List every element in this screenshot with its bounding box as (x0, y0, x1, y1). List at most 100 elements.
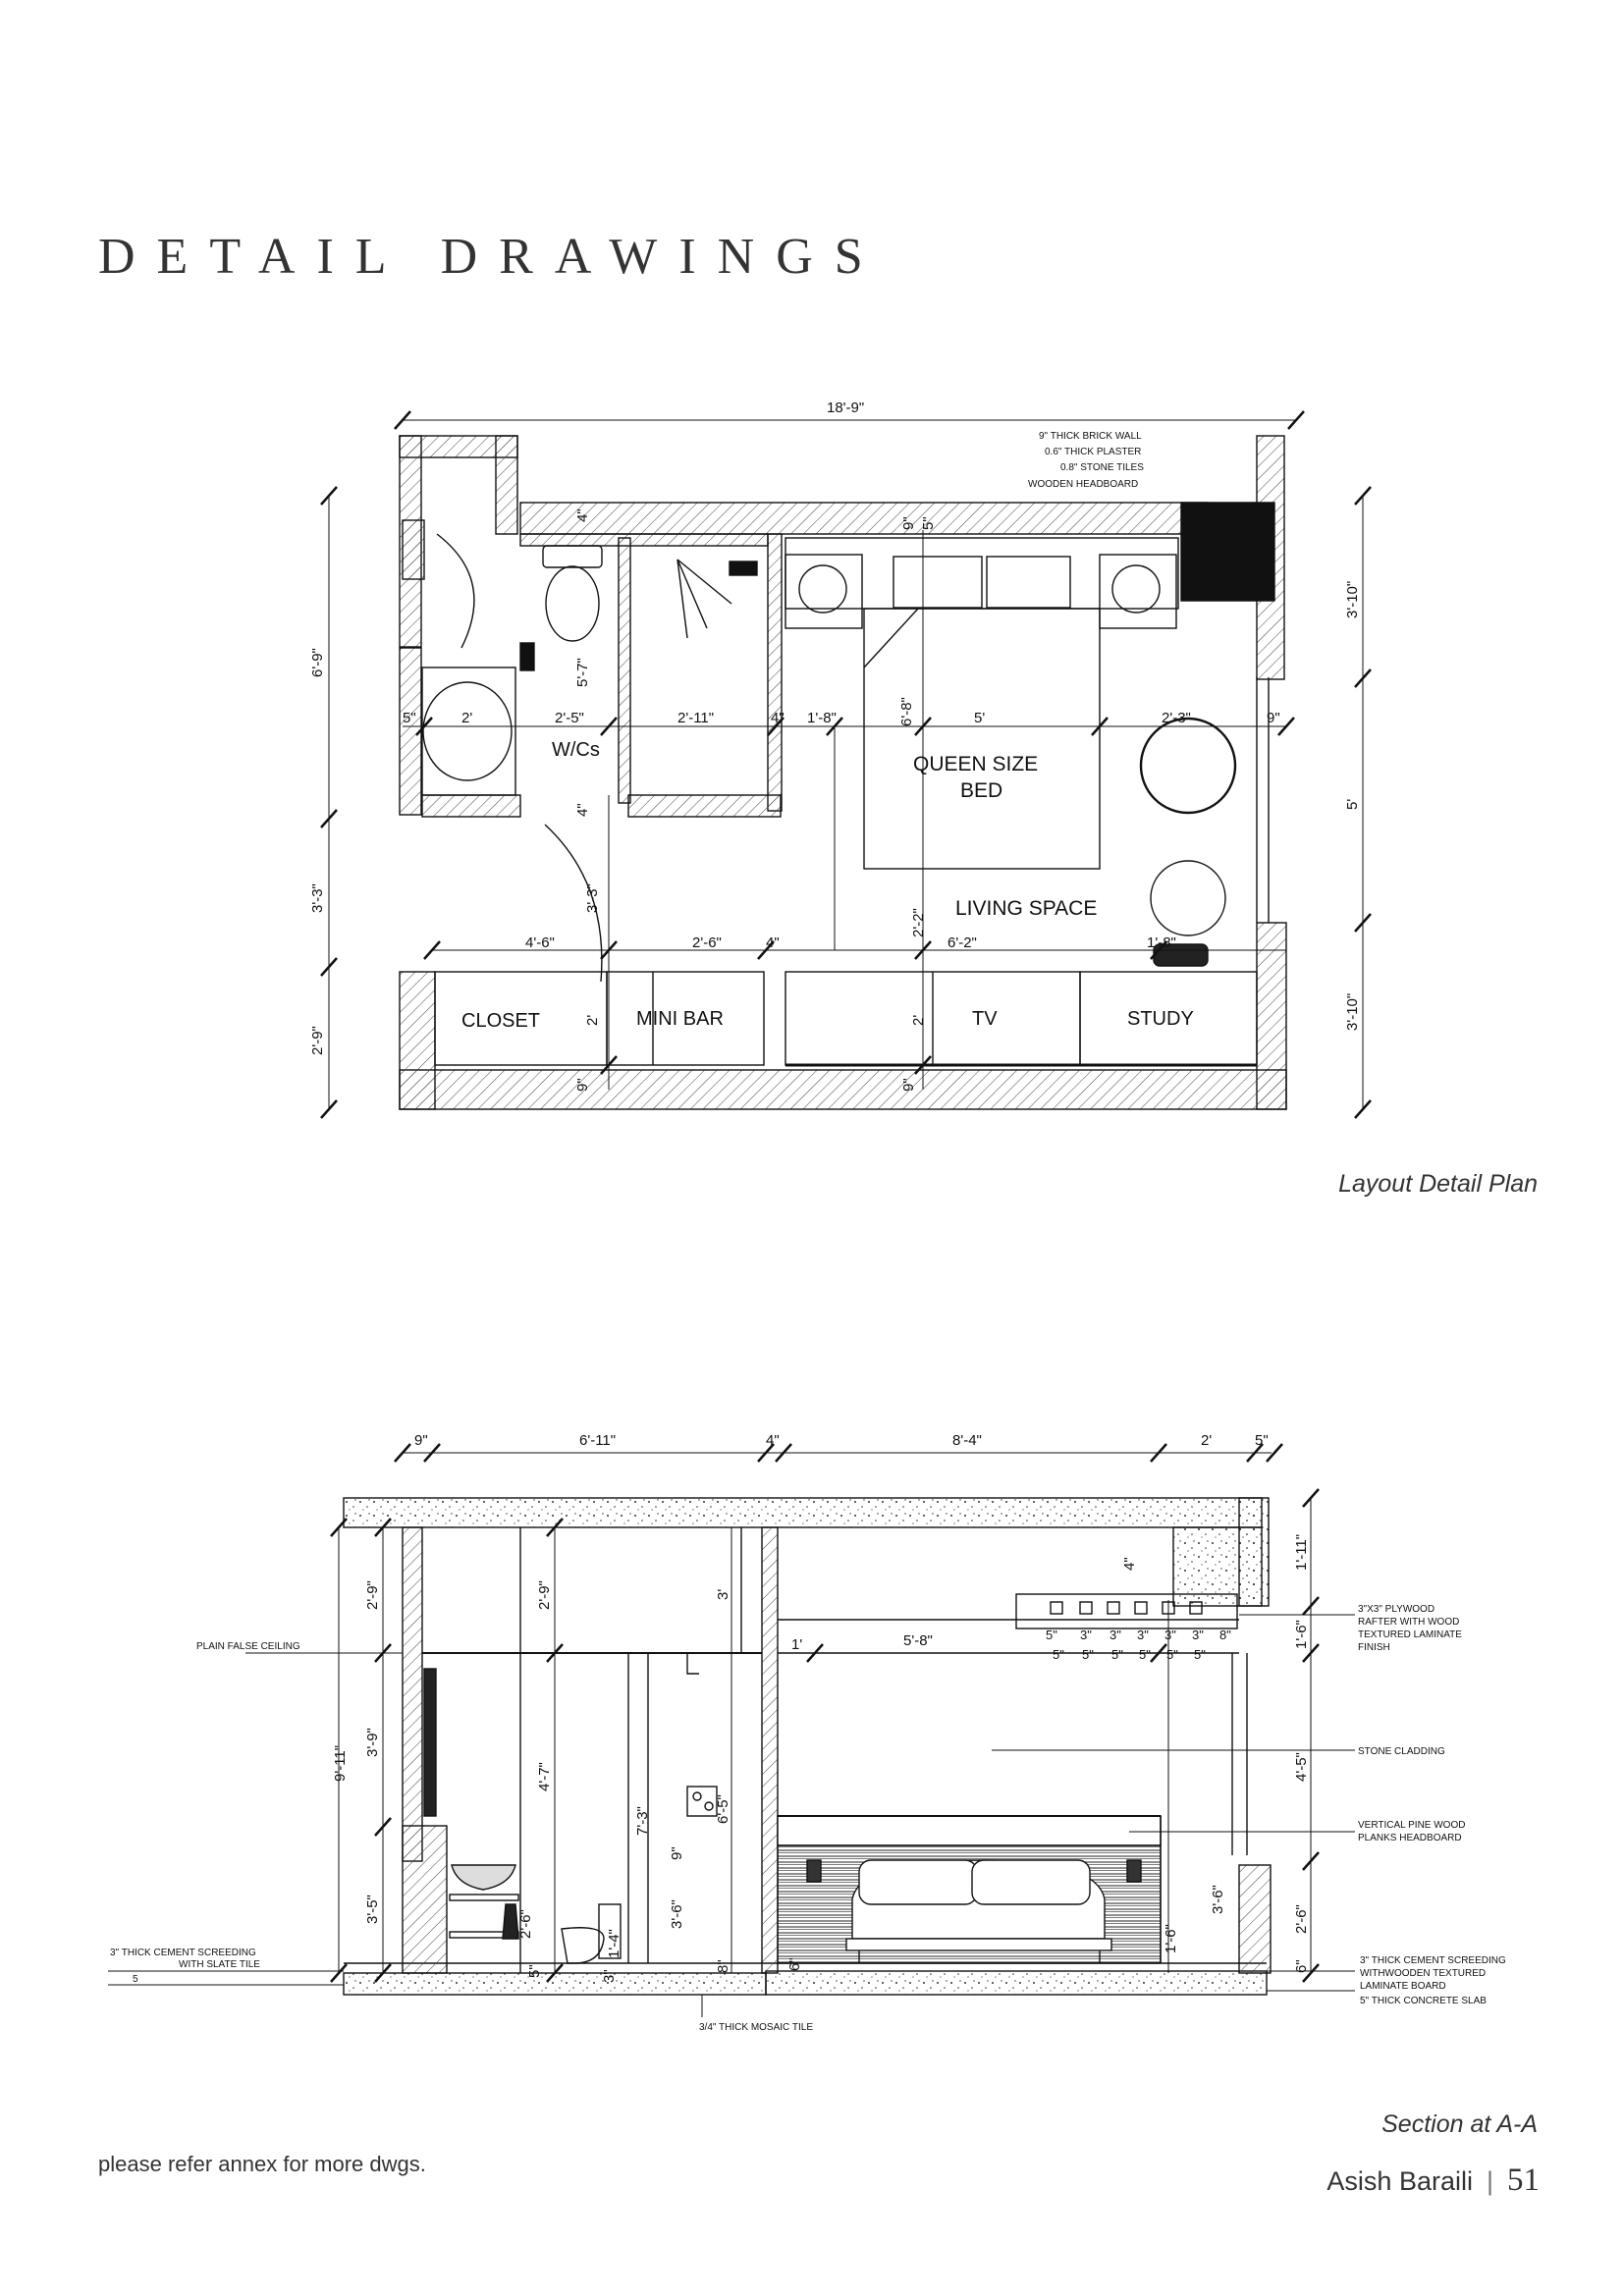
plan-wall-note: 0.6" THICK PLASTER (1045, 447, 1141, 457)
section-wall-mid (761, 1526, 779, 1974)
section-notes: PLAIN FALSE CEILING 3"X3" PLYWOOD RAFTER… (110, 1604, 1506, 2033)
sdim-beam: 5'-8" (903, 1632, 933, 1649)
plan-room-bed-2: BED (960, 779, 1002, 802)
sdim-mid: 1' (791, 1636, 802, 1653)
plan-wc-divider (618, 537, 631, 804)
sdim-right: 4'-5" (1293, 1752, 1310, 1782)
plan-wall-left-lower (399, 647, 422, 816)
sdim-rafter: 3" (1192, 1628, 1204, 1642)
plan-wc-fixture (519, 642, 535, 671)
dim-row1: 2'-5" (555, 710, 584, 726)
dim-row1: 2'-3" (1162, 710, 1191, 726)
plan-toilet-bowl (545, 565, 600, 642)
plan-minibar (606, 971, 765, 1066)
plan-room-wcs: W/Cs (552, 739, 600, 761)
sdim-mid: 6'-5" (715, 1794, 731, 1824)
author-name: Asish Baraili (1326, 2166, 1473, 2196)
dim-row2: 2'-6" (692, 934, 722, 951)
plan-wall-bottom (399, 1069, 1287, 1110)
note-headboard: VERTICAL PINE WOOD (1358, 1820, 1465, 1831)
dim-vertical: 6'-8" (898, 697, 915, 726)
dim-vertical: 9" (900, 516, 917, 530)
plan-bed (863, 608, 1101, 870)
dim-row1: 9" (1267, 710, 1280, 726)
plan-shower-fixture (729, 561, 758, 576)
plan-wall-top (519, 502, 1209, 535)
note-slab-right: 5" THICK CONCRETE SLAB (1360, 1996, 1487, 2006)
sdim-mid: 2'-9" (536, 1580, 553, 1610)
section-roof-slab (343, 1497, 1263, 1528)
plan-room-living: LIVING SPACE (955, 897, 1097, 920)
dim-row1: 1'-8" (807, 710, 837, 726)
sdim-bed: 3'-6" (1210, 1885, 1226, 1914)
dim-row2: 6'-2" (947, 934, 977, 951)
sdim-mid: 8" (715, 1959, 731, 1973)
note-rafter: 3"X3" PLYWOOD (1358, 1604, 1435, 1615)
dim-right-mid: 5' (1344, 799, 1361, 810)
sdim-beam: 4" (1121, 1557, 1138, 1571)
sdim-mid: 5" (526, 1964, 543, 1978)
sdim-rafter: 8" (1219, 1628, 1231, 1642)
sdim-mid: 7'-3" (634, 1806, 651, 1836)
plan-wall-notes: 9" THICK BRICK WALL 0.6" THICK PLASTER 0… (1028, 431, 1144, 490)
footer-divider: | (1486, 2166, 1493, 2196)
layout-plan (320, 410, 1372, 1119)
sdim-top: 4" (766, 1432, 780, 1449)
sdim-rafter: 3" (1110, 1628, 1121, 1642)
plan-room-bed-1: QUEEN SIZE (913, 753, 1038, 775)
dim-vertical: 5" (920, 516, 937, 530)
dim-right-top: 3'-10" (1344, 581, 1361, 618)
note-slab-left: 5 (133, 1974, 138, 1985)
section-lamp-right (1126, 1859, 1142, 1883)
section-caption: Section at A-A (1381, 2110, 1538, 2138)
note-mosaic: 3/4" THICK MOSAIC TILE (699, 2022, 813, 2033)
dim-left-bot: 2'-9" (309, 1026, 326, 1055)
section-toilet (561, 1927, 605, 1964)
sdim-mid: 4'-7" (536, 1762, 553, 1791)
dim-row1: 2'-11" (677, 710, 714, 726)
plan-wall-entry (495, 435, 518, 535)
note-false-ceiling: PLAIN FALSE CEILING (196, 1641, 300, 1652)
note-screed-right: 3" THICK CEMENT SCREEDING (1360, 1955, 1506, 1966)
plan-nightstand-left (785, 554, 863, 629)
note-screed-left: WITH SLATE TILE (179, 1959, 260, 1970)
plan-entry-door (436, 533, 475, 649)
sdim-top: 2' (1201, 1432, 1212, 1449)
section-basin (451, 1864, 516, 1891)
section-rafter-squares (1050, 1601, 1203, 1615)
section-headboard-top (777, 1815, 1162, 1846)
sdim-left: 9'-11" (332, 1745, 349, 1782)
sdim-left: 2'-9" (364, 1580, 381, 1610)
note-screed-right: LAMINATE BOARD (1360, 1981, 1446, 1992)
plan-door-pillar (402, 519, 425, 580)
dim-vertical: 4" (574, 508, 591, 522)
sdim-rafter: 5" (1046, 1628, 1057, 1642)
dim-vertical: 9" (900, 1078, 917, 1092)
dim-row2: 4" (766, 934, 780, 951)
dim-vertical: 2' (584, 1015, 601, 1026)
plan-wall-note: 9" THICK BRICK WALL (1039, 431, 1142, 442)
dim-left-mid: 3'-3" (309, 883, 326, 913)
section-dimensions: 9" 6'-11" 4" 8'-4" 2' 5" 9'-11" 2'-9" 3'… (332, 1432, 1310, 1983)
dim-row2: 4'-6" (525, 934, 555, 951)
section-towel (502, 1903, 519, 1940)
sdim-rafter: 5" (1166, 1647, 1178, 1662)
dim-vertical: 5'-7" (574, 658, 591, 687)
section-aa (108, 1443, 1355, 2017)
dim-vertical: 9" (574, 1078, 591, 1092)
plan-room-minibar: MINI BAR (636, 1008, 724, 1030)
section-floor-left (343, 1972, 767, 1996)
dim-row2: 1'-8" (1147, 934, 1176, 951)
plan-room-tv: TV (972, 1008, 998, 1030)
dim-overall: 18'-9" (827, 400, 864, 416)
plan-wall-note: 0.8" STONE TILES (1060, 462, 1144, 473)
sdim-mid: 3" (601, 1969, 618, 1983)
sdim-mid: 1'-4" (606, 1929, 623, 1958)
sdim-left: 3'-9" (364, 1728, 381, 1757)
plan-room-study: STUDY (1127, 1008, 1194, 1030)
dim-row1: 4" (771, 710, 785, 726)
section-lamp-left (806, 1859, 822, 1883)
plan-wc-wall (519, 533, 769, 547)
note-rafter: TEXTURED LAMINATE (1358, 1629, 1462, 1640)
dim-row1: 2' (461, 710, 472, 726)
